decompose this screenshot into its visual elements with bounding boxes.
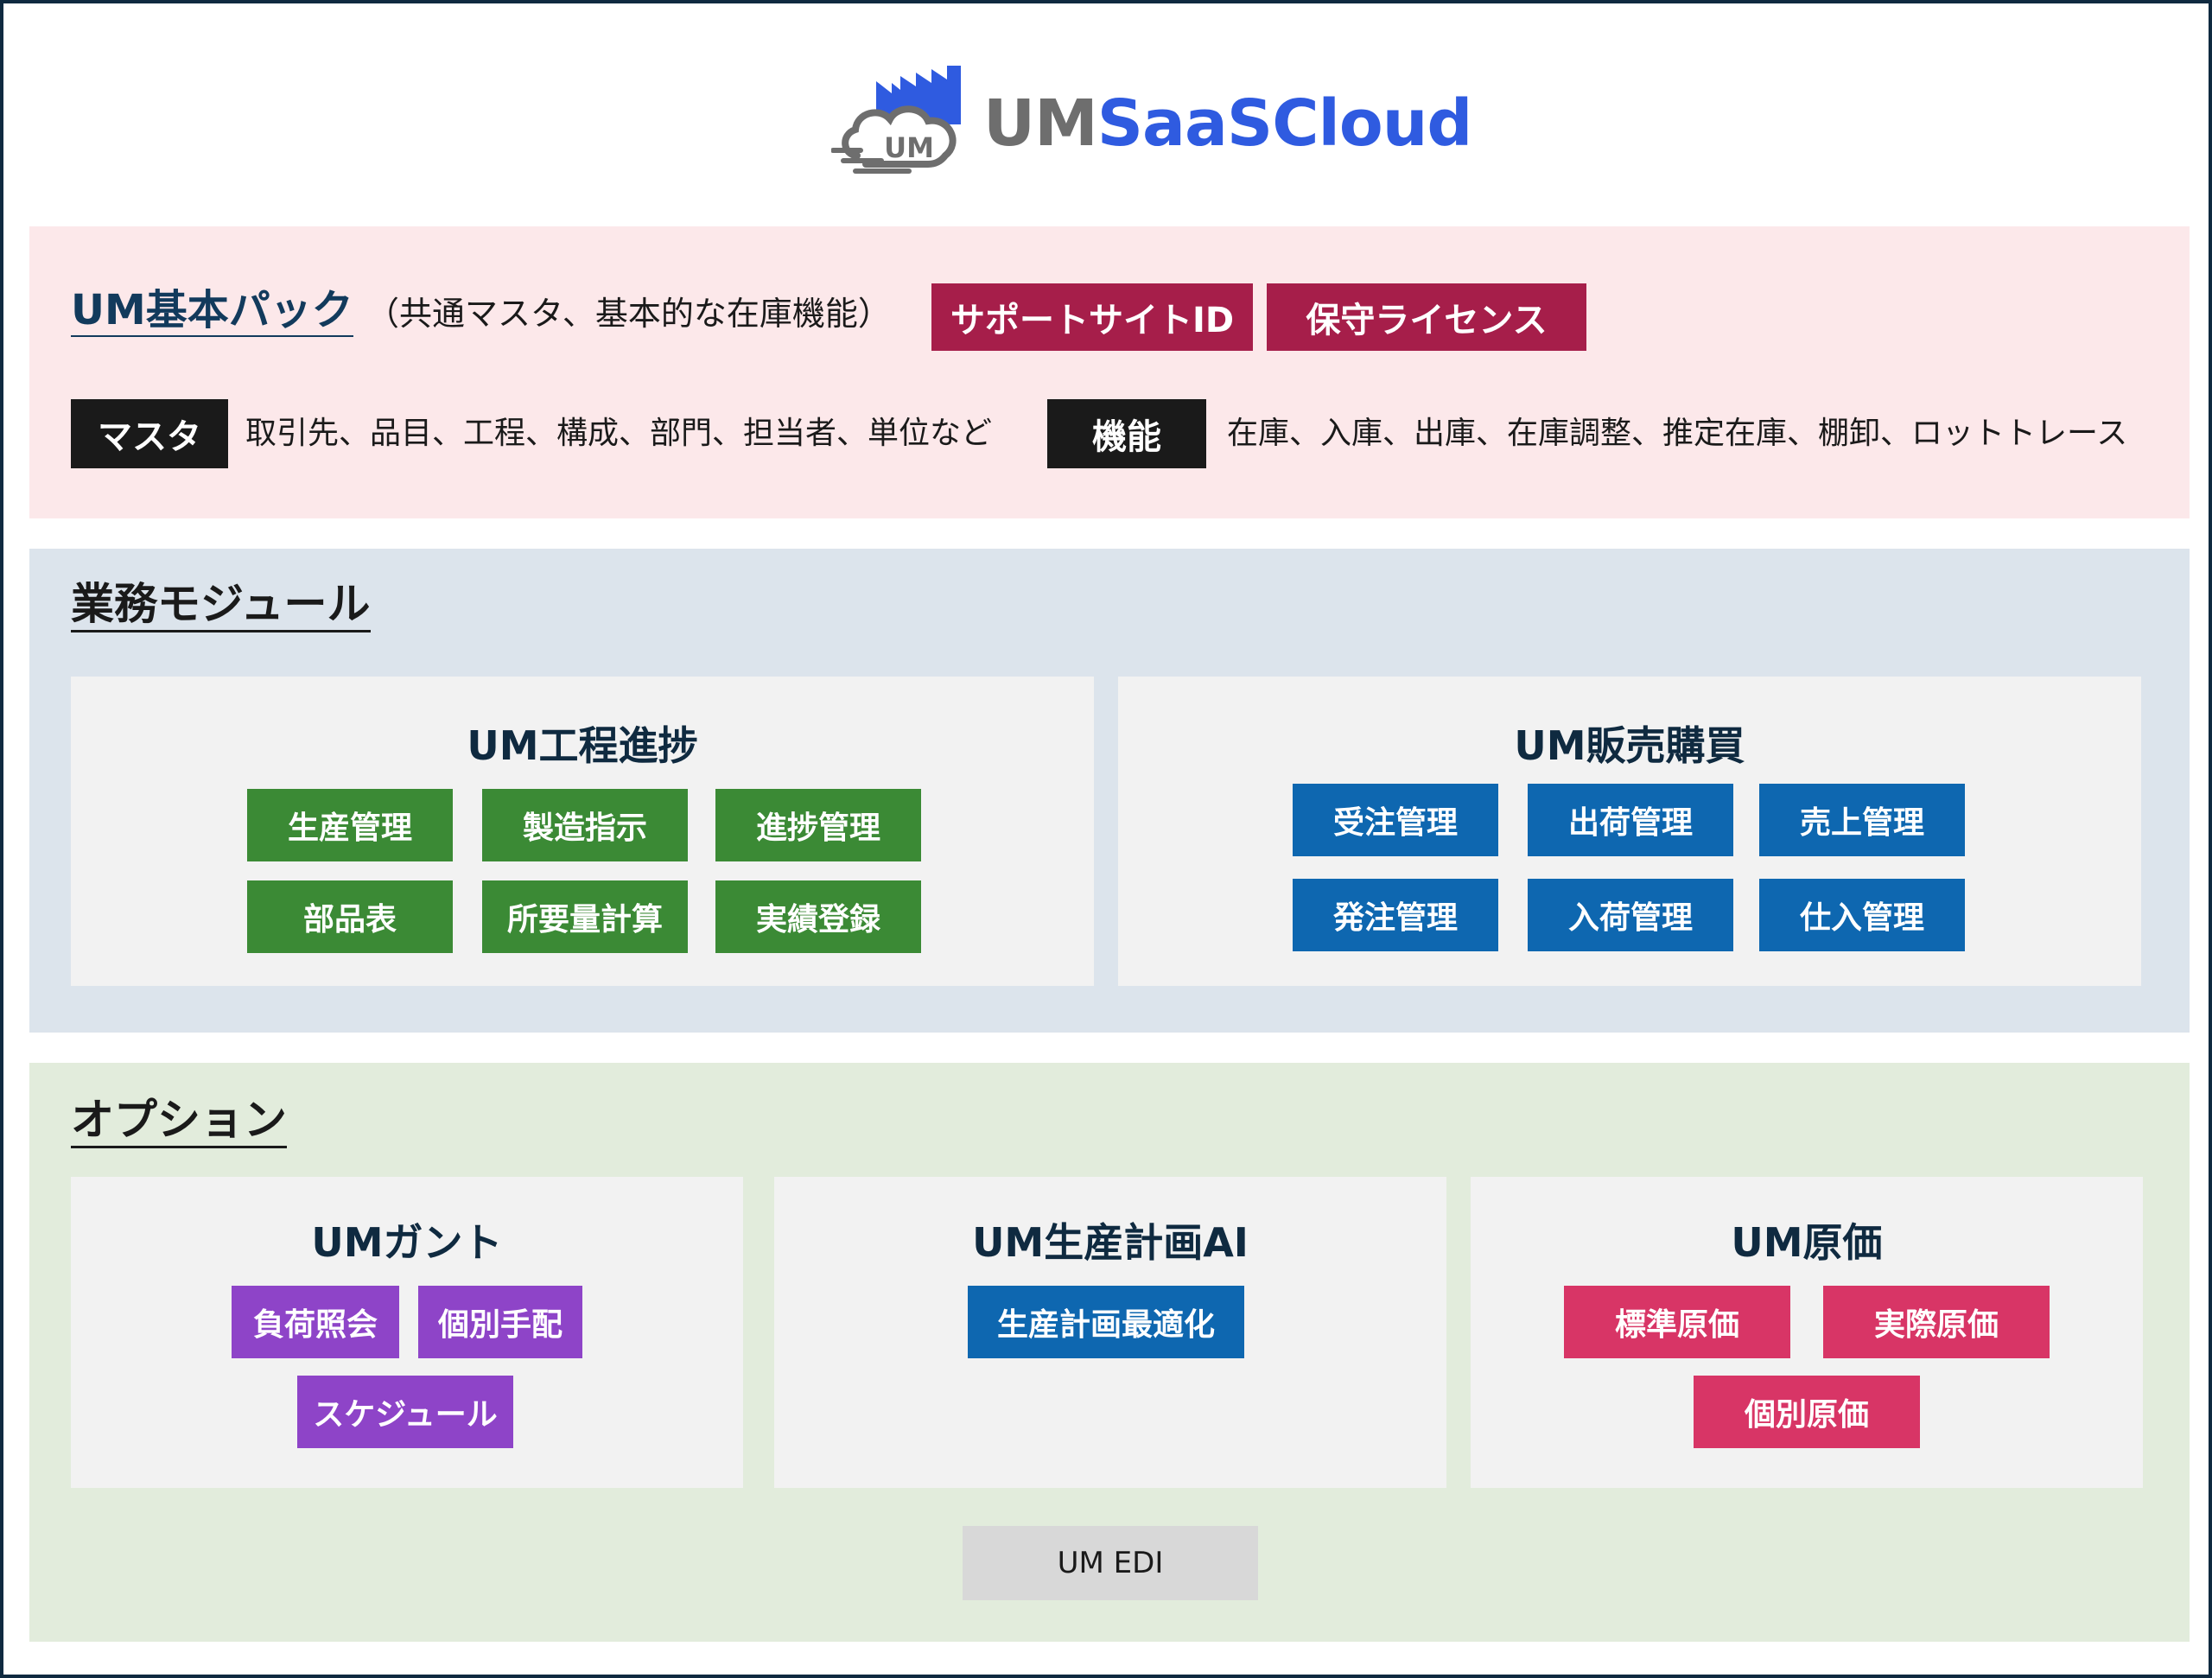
support-site-id-badge: サポートサイトID: [931, 283, 1253, 351]
logo-wordmark: UMSaaSCloud: [983, 85, 1473, 162]
option-tile: 生産計画最適化: [968, 1286, 1244, 1358]
module-tile: 売上管理: [1759, 784, 1965, 856]
option-tile: 負荷照会: [232, 1286, 399, 1358]
um-planning-ai-title: UM生産計画AI: [972, 1219, 1249, 1266]
um-sales-panel: UM販売購買 受注管理 出荷管理 売上管理 発注管理 入荷管理 仕入管理: [1118, 677, 2141, 986]
options-title: オプション: [71, 1094, 287, 1148]
option-tile: スケジュール: [297, 1376, 513, 1448]
business-modules-title: 業務モジュール: [71, 578, 371, 632]
um-planning-ai-panel: UM生産計画AI 生産計画最適化: [774, 1177, 1446, 1488]
master-text: 取引先、品目、工程、構成、部門、担当者、単位など: [245, 416, 993, 451]
module-tile: 発注管理: [1293, 879, 1498, 951]
function-text: 在庫、入庫、出庫、在庫調整、推定在庫、棚卸、ロットトレース: [1227, 416, 2128, 451]
function-label: 機能: [1047, 399, 1206, 468]
option-tile: 実際原価: [1823, 1286, 2050, 1358]
module-tile: 出荷管理: [1528, 784, 1733, 856]
basic-pack-section: UM基本パック （共通マスタ、基本的な在庫機能） サポートサイトID 保守ライセ…: [29, 226, 2190, 518]
module-tile: 生産管理: [247, 789, 453, 861]
logo-icon-text: UM: [884, 131, 934, 164]
module-tile: 仕入管理: [1759, 879, 1965, 951]
module-tile: 入荷管理: [1528, 879, 1733, 951]
um-progress-title: UM工程進捗: [467, 722, 698, 769]
um-progress-panel: UM工程進捗 生産管理 製造指示 進捗管理 部品表 所要量計算 実績登録: [71, 677, 1094, 986]
business-modules-section: 業務モジュール UM工程進捗 生産管理 製造指示 進捗管理 部品表 所要量計算 …: [29, 549, 2190, 1033]
module-tile: 所要量計算: [482, 880, 688, 953]
um-cost-title: UM原価: [1731, 1219, 1883, 1266]
module-tile: 製造指示: [482, 789, 688, 861]
basic-pack-subtitle: （共通マスタ、基本的な在庫機能）: [366, 295, 891, 333]
master-label: マスタ: [71, 399, 228, 468]
logo-text-saascloud: SaaSCloud: [1096, 86, 1473, 161]
um-gantt-title: UMガント: [311, 1219, 503, 1266]
option-tile: 個別手配: [418, 1286, 582, 1358]
option-tile: 個別原価: [1694, 1376, 1920, 1448]
module-tile: 実績登録: [715, 880, 921, 953]
um-sales-title: UM販売購買: [1514, 722, 1745, 769]
maintenance-license-badge: 保守ライセンス: [1267, 283, 1586, 351]
um-edi-box: UM EDI: [963, 1526, 1258, 1600]
um-saas-cloud-logo: UM UMSaaSCloud: [831, 60, 1472, 183]
logo-text-um: UM: [983, 86, 1098, 161]
module-tile: 進捗管理: [715, 789, 921, 861]
basic-pack-title: UM基本パック: [71, 285, 353, 337]
um-gantt-panel: UMガント 負荷照会 個別手配 スケジュール: [71, 1177, 743, 1488]
module-tile: 部品表: [247, 880, 453, 953]
cloud-factory-icon: UM: [831, 66, 961, 174]
um-cost-panel: UM原価 標準原価 実際原価 個別原価: [1471, 1177, 2143, 1488]
module-tile: 受注管理: [1293, 784, 1498, 856]
options-section: オプション UMガント 負荷照会 個別手配 スケジュール UM生産計画AI 生産…: [29, 1063, 2190, 1642]
option-tile: 標準原価: [1564, 1286, 1790, 1358]
